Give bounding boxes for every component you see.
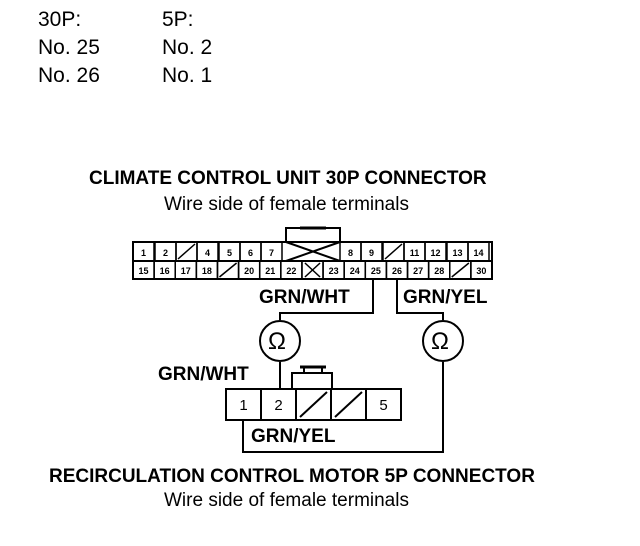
pin-table-header-30p: 30P: <box>38 8 82 31</box>
connector-30p-terminal-label: 5 <box>227 248 232 258</box>
connector-30p-terminal-label: 23 <box>329 266 339 276</box>
connector-30p-terminal-label: 17 <box>181 266 191 276</box>
connector-30p-terminal <box>470 260 493 280</box>
connector-30p-terminal-label: 27 <box>413 266 423 276</box>
ohm-symbol-left: Ω <box>268 328 286 355</box>
connector-5p-terminal-label: 2 <box>274 397 282 414</box>
connector-30p-terminal-label: 22 <box>286 266 296 276</box>
wire-label-upper-right: GRN/YEL <box>403 287 488 308</box>
wire-lower-bottom <box>242 362 444 453</box>
connector-5p-title: RECIRCULATION CONTROL MOTOR 5P CONNECTOR <box>49 466 535 487</box>
connector-5p-body <box>225 388 402 421</box>
connector-30p-terminal-label: 4 <box>205 248 210 258</box>
connector-30p-terminal-label: 8 <box>348 248 353 258</box>
connector-30p-terminal-label: 24 <box>350 266 360 276</box>
wire-upper-right <box>396 280 444 320</box>
connector-30p-terminal-label: 21 <box>265 266 275 276</box>
connector-30p-terminal-label: 16 <box>160 266 170 276</box>
connector-5p-subtitle: Wire side of female terminals <box>164 490 409 511</box>
connector-5p-terminal-label: 1 <box>239 397 247 414</box>
connector-30p-terminal-label: 20 <box>244 266 254 276</box>
connector-30p-terminal-label: 6 <box>248 248 253 258</box>
pin-table-row1-30p: No. 25 <box>38 36 100 59</box>
connector-30p-terminal-label: 30 <box>476 266 486 276</box>
ohmmeter-left <box>259 320 301 362</box>
connector-30p-terminal-label: 11 <box>410 248 420 258</box>
connector-30p-subtitle: Wire side of female terminals <box>164 194 409 215</box>
pin-table-row2-30p: No. 26 <box>38 64 100 87</box>
connector-5p-empty-cavity <box>299 391 328 418</box>
ohmmeter-right <box>422 320 464 362</box>
wire-label-upper-left: GRN/WHT <box>259 287 350 308</box>
connector-30p-terminal-label: 25 <box>371 266 381 276</box>
wire-label-lower-bottom: GRN/YEL <box>251 426 336 447</box>
connector-30p-terminal-label: 28 <box>434 266 444 276</box>
pin-table-row2-5p: No. 1 <box>162 64 213 87</box>
connector-30p-lock-tab <box>285 227 341 242</box>
wire-upper-left <box>279 280 374 320</box>
connector-30p-terminal-label: 15 <box>139 266 149 276</box>
connector-30p-terminal-label: 18 <box>202 266 212 276</box>
connector-30p-terminal-label: 2 <box>163 248 168 258</box>
connector-30p-terminal-label: 13 <box>452 248 462 258</box>
pin-table-row1-5p: No. 2 <box>162 36 213 59</box>
connector-5p-empty-cavity <box>334 391 363 418</box>
connector-30p-terminal-label: 9 <box>369 248 374 258</box>
connector-30p-terminal-label: 12 <box>430 248 440 258</box>
connector-30p-terminal-label: 26 <box>392 266 402 276</box>
connector-30p-terminal-label: 7 <box>269 248 274 258</box>
connector-30p-terminal-label: 1 <box>141 248 146 258</box>
pin-table-header-5p: 5P: <box>162 8 194 31</box>
connector-5p-lock-tab <box>291 372 333 389</box>
connector-5p-terminal-label: 5 <box>379 397 387 414</box>
connector-30p-title: CLIMATE CONTROL UNIT 30P CONNECTOR <box>89 168 487 189</box>
connector-30p-terminal-label: 14 <box>473 248 483 258</box>
ohm-symbol-right: Ω <box>431 328 449 355</box>
wire-label-lower-left: GRN/WHT <box>158 364 249 385</box>
